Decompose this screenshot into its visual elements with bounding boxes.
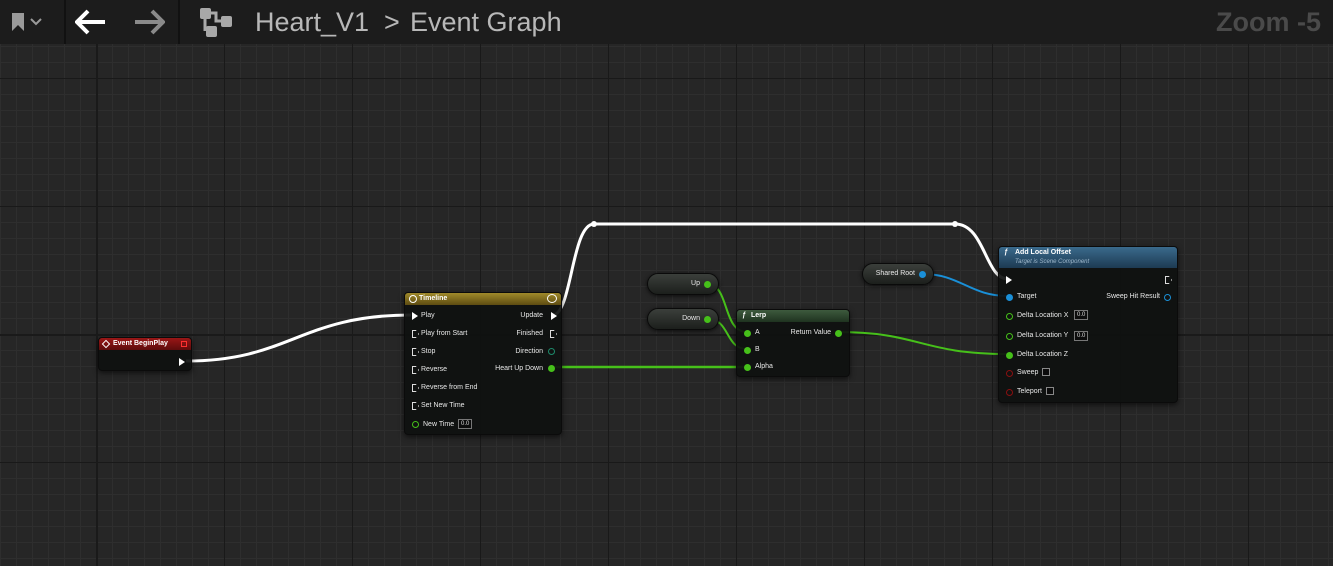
pin-teleport: Teleport [1017, 388, 1042, 395]
exec-in-play-from-start-pin[interactable] [412, 330, 419, 338]
variable-shared-root-node[interactable]: Shared Root [862, 263, 934, 285]
node-title: Add Local Offset [1015, 249, 1072, 256]
pin-sweep-hit-result: Sweep Hit Result [1106, 293, 1160, 300]
node-title: Lerp [751, 312, 767, 319]
pin-direction: Direction [515, 348, 543, 355]
back-button[interactable] [72, 6, 110, 38]
delegate-pin[interactable] [181, 341, 187, 347]
add-local-offset-node[interactable]: ƒ Add Local Offset Target is Scene Compo… [998, 246, 1178, 403]
node-subtitle: Target is Scene Component [1015, 259, 1090, 265]
heart-up-down-pin[interactable] [548, 365, 555, 372]
exec-out-pin[interactable] [1165, 276, 1172, 284]
pin-play: Play [421, 312, 435, 319]
breadcrumb-graph[interactable]: Event Graph [410, 7, 562, 37]
breadcrumb-blueprint[interactable]: Heart_V1 [255, 7, 370, 37]
sweep-hit-result-pin[interactable] [1164, 294, 1171, 301]
delta-y-pin[interactable] [1006, 333, 1013, 340]
variable-label: Up [691, 280, 700, 287]
exec-in-reverse-from-end-pin[interactable] [412, 384, 419, 392]
toolbar-separator [178, 0, 180, 44]
variable-up-node[interactable]: Up [647, 273, 719, 295]
graph-hierarchy-icon [196, 6, 236, 38]
lerp-node[interactable]: ƒ Lerp A B Alpha Return Value [736, 309, 850, 377]
variable-down-node[interactable]: Down [647, 308, 719, 330]
pin-stop: Stop [421, 348, 436, 355]
arrow-right-icon [135, 9, 165, 35]
exec-in-pin[interactable] [1006, 276, 1012, 284]
clock-icon [409, 295, 417, 303]
sweep-pin[interactable] [1006, 370, 1013, 377]
timeline-node[interactable]: Timeline Play Play from Start Stop Rever… [404, 292, 562, 435]
bookmark-icon [12, 13, 24, 31]
pin-heart-up-down: Heart Up Down [495, 365, 543, 372]
up-output-pin[interactable] [704, 281, 711, 288]
node-header: ƒ Lerp [737, 310, 849, 322]
new-time-input[interactable]: 0.0 [458, 419, 473, 429]
arrow-left-icon [75, 9, 105, 35]
exec-in-stop-pin[interactable] [412, 348, 419, 356]
node-header: Timeline [405, 293, 561, 305]
pin-update: Update [520, 312, 543, 319]
event-beginplay-node[interactable]: Event BeginPlay [98, 337, 192, 371]
exec-in-play-pin[interactable] [412, 312, 418, 320]
exec-out-pin[interactable] [179, 358, 185, 366]
node-title: Event BeginPlay [113, 340, 168, 347]
function-icon: ƒ [742, 312, 746, 319]
loop-icon [547, 294, 557, 303]
target-pin[interactable] [1006, 294, 1013, 301]
pin-sweep: Sweep [1017, 369, 1039, 376]
exec-out-update-pin[interactable] [551, 312, 557, 320]
pin-return-value: Return Value [790, 329, 831, 336]
pin-target: Target [1017, 293, 1037, 300]
pin-a: A [755, 329, 760, 336]
direction-pin[interactable] [548, 348, 555, 355]
delta-x-input[interactable]: 0.0 [1074, 310, 1089, 320]
pin-delta-location-y: Delta Location Y [1017, 332, 1069, 339]
zoom-level: Zoom -5 [1216, 7, 1321, 37]
pin-play-from-start: Play from Start [421, 330, 468, 337]
forward-button[interactable] [130, 6, 168, 38]
chevron-down-icon [30, 18, 42, 26]
pin-finished: Finished [516, 330, 543, 337]
node-header: Event BeginPlay [99, 338, 191, 350]
lerp-b-pin[interactable] [744, 347, 751, 354]
exec-in-set-new-time-pin[interactable] [412, 402, 419, 410]
pin-reverse: Reverse [421, 366, 448, 373]
down-output-pin[interactable] [704, 316, 711, 323]
delta-z-pin[interactable] [1006, 352, 1013, 359]
variable-label: Shared Root [875, 270, 915, 277]
new-time-pin[interactable] [412, 421, 419, 428]
pin-alpha: Alpha [755, 363, 773, 370]
pin-set-new-time: Set New Time [421, 402, 465, 409]
node-title: Timeline [419, 295, 448, 302]
pin-b: B [755, 346, 760, 353]
exec-in-reverse-pin[interactable] [412, 366, 419, 374]
bookmark-menu-button[interactable] [2, 6, 50, 38]
teleport-checkbox[interactable] [1046, 387, 1054, 395]
pin-new-time: New Time [423, 421, 455, 428]
shared-root-output-pin[interactable] [919, 271, 926, 278]
graph-toolbar: Heart_V1 > Event Graph Zoom -5 [0, 0, 1333, 44]
lerp-a-pin[interactable] [744, 330, 751, 337]
exec-out-finished-pin[interactable] [550, 330, 557, 338]
return-value-pin[interactable] [835, 330, 842, 337]
delta-x-pin[interactable] [1006, 313, 1013, 320]
breadcrumb-separator: > [384, 7, 400, 37]
toolbar-separator [64, 0, 66, 44]
function-icon: ƒ [1004, 249, 1008, 256]
variable-label: Down [682, 315, 700, 322]
event-icon [101, 339, 111, 349]
pin-delta-location-z: Delta Location Z [1017, 351, 1068, 358]
node-header: ƒ Add Local Offset Target is Scene Compo… [999, 247, 1177, 268]
delta-y-input[interactable]: 0.0 [1074, 331, 1089, 341]
pin-delta-location-x: Delta Location X [1017, 312, 1069, 319]
sweep-checkbox[interactable] [1042, 368, 1050, 376]
pin-reverse-from-end: Reverse from End [421, 384, 478, 391]
lerp-alpha-pin[interactable] [744, 364, 751, 371]
teleport-pin[interactable] [1006, 389, 1013, 396]
